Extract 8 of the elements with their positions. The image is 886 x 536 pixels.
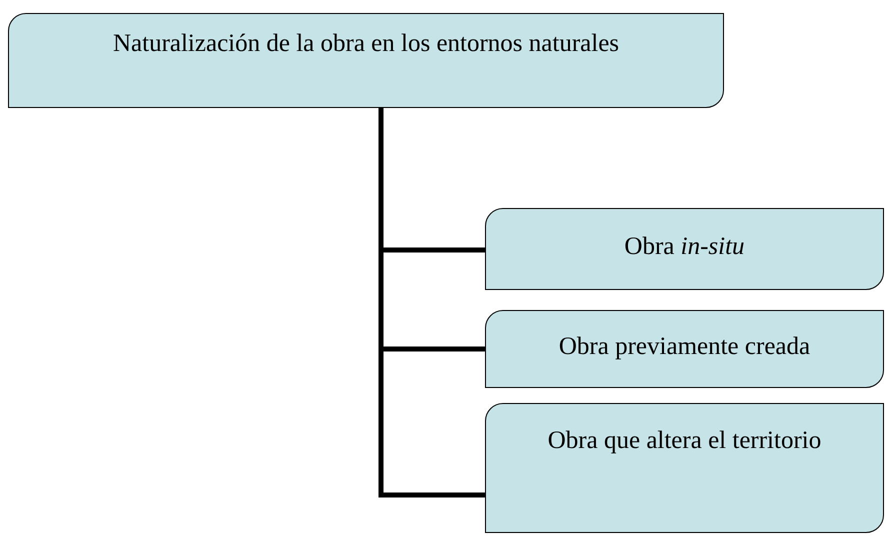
rounded-box — [485, 310, 884, 388]
rounded-box — [485, 403, 884, 533]
rounded-box — [485, 208, 884, 290]
rounded-box — [8, 13, 724, 108]
box-label: Obra que altera el territorio — [546, 427, 822, 455]
box-label: Obra in-situ — [623, 233, 746, 261]
box-label: Naturalización de la obra en los entornos naturales — [112, 30, 620, 58]
box-label: Obra previamente creada — [558, 333, 812, 361]
